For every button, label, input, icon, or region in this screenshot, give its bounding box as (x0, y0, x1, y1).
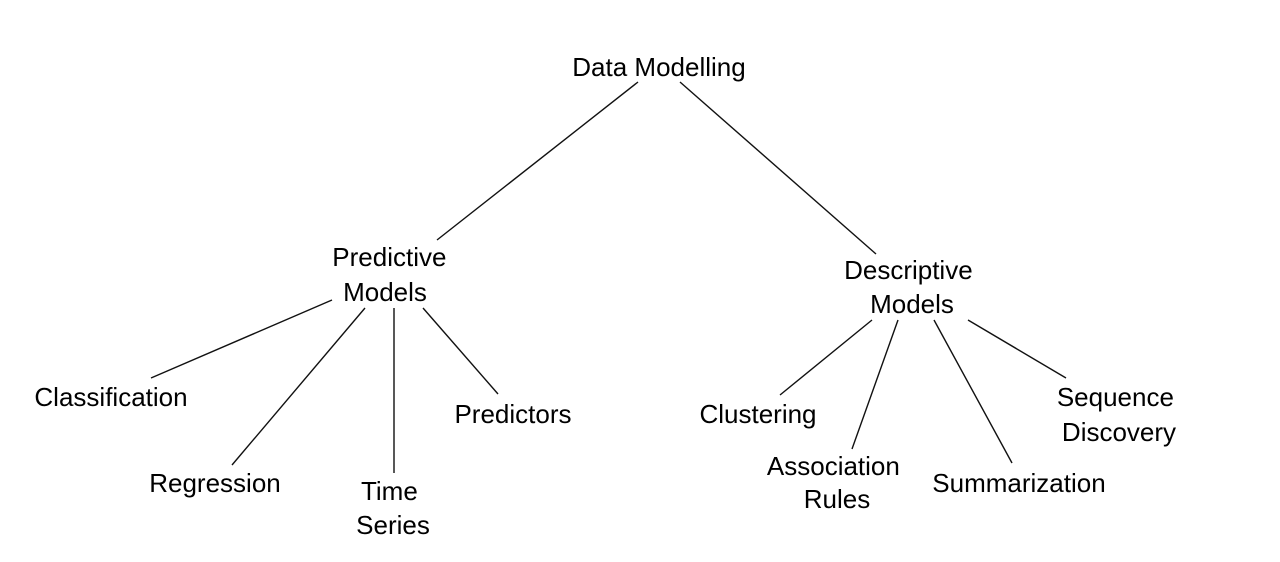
node-line: Regression (149, 468, 281, 498)
edge-root-predictive (436, 81, 639, 241)
edge-descriptive-association-rules (851, 319, 899, 450)
node-clustering: Clustering (699, 399, 816, 429)
node-line: Rules (804, 484, 870, 514)
node-line: Discovery (1062, 417, 1176, 447)
node-time-series: Time Series (356, 476, 430, 540)
edge-descriptive-sequence-discovery (967, 319, 1067, 379)
node-line: Clustering (699, 399, 816, 429)
node-line: Sequence (1057, 382, 1174, 412)
node-classification: Classification (34, 382, 187, 412)
node-line: Descriptive (844, 255, 973, 285)
edge-descriptive-clustering (779, 319, 873, 396)
node-line: Association (767, 451, 900, 481)
node-line: Models (870, 289, 954, 319)
node-association-rules: Association Rules (767, 451, 907, 514)
edge-descriptive-summarization (933, 319, 1013, 464)
node-line: Predictors (454, 399, 571, 429)
node-line: Models (343, 277, 427, 307)
node-regression: Regression (149, 468, 281, 498)
node-line: Data Modelling (572, 52, 745, 82)
node-line: Predictive (332, 242, 446, 272)
node-line: Classification (34, 382, 187, 412)
edge-predictive-classification (150, 299, 333, 379)
node-line: Summarization (932, 468, 1105, 498)
node-data-modelling: Data Modelling (572, 52, 745, 82)
node-sequence-discovery: Sequence Discovery (1057, 382, 1181, 447)
node-line: Series (356, 510, 430, 540)
node-predictive-models: Predictive Models (332, 242, 453, 307)
edge-predictive-regression (231, 307, 366, 466)
node-predictors: Predictors (454, 399, 571, 429)
node-descriptive-models: Descriptive Models (844, 255, 980, 319)
edge-root-descriptive (679, 81, 877, 255)
node-summarization: Summarization (932, 468, 1105, 498)
node-line: Time (361, 476, 418, 506)
edge-predictive-predictors (422, 307, 499, 395)
